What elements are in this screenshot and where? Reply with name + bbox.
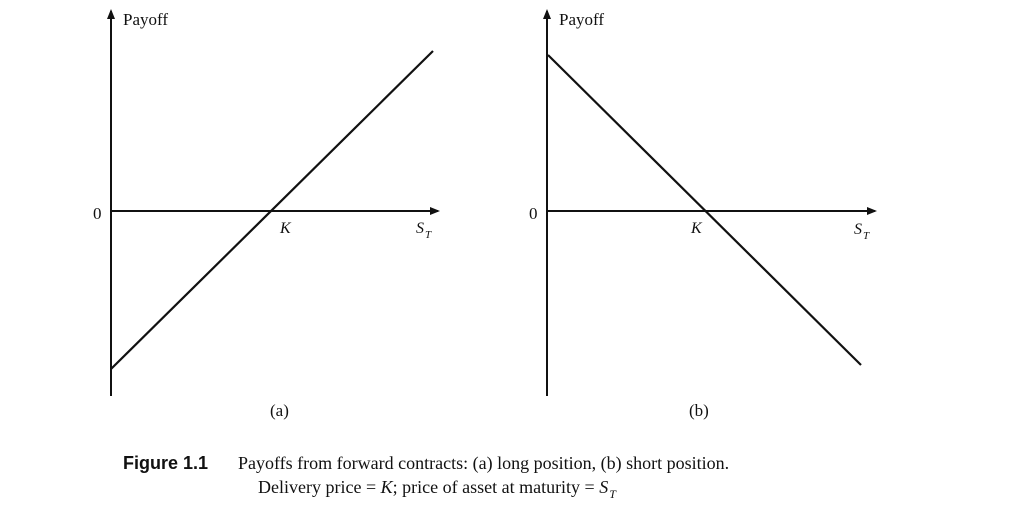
panel-b-payoff-line xyxy=(547,54,862,366)
panel-b-x-axis-title: ST xyxy=(854,221,870,242)
panel-a-label: (a) xyxy=(270,401,289,420)
panel-a-payoff-line xyxy=(110,50,434,370)
panel-a-strike-label: K xyxy=(279,220,292,237)
panel-b-strike-label: K xyxy=(690,220,703,237)
panel-b: Payoff 0 K ST (b) xyxy=(529,9,877,420)
panel-b-zero-tick: 0 xyxy=(529,204,538,223)
panel-b-label: (b) xyxy=(689,401,709,420)
caption-line-1: Payoffs from forward contracts: (a) long… xyxy=(238,453,729,474)
caption-figure-number: Figure 1.1 xyxy=(123,453,208,473)
panel-b-x-axis-title-sub: T xyxy=(863,230,870,242)
panel-a-zero-tick: 0 xyxy=(93,204,102,223)
panel-a-x-axis-title: ST xyxy=(416,220,432,241)
panel-a: Payoff 0 K ST (a) xyxy=(93,9,440,420)
caption-line-2: Delivery price = K; price of asset at ma… xyxy=(258,477,617,501)
panel-b-y-axis-title: Payoff xyxy=(559,10,604,29)
figure-caption: Figure 1.1 Payoffs from forward contract… xyxy=(123,453,729,501)
caption-line-2-k: K xyxy=(380,477,394,497)
caption-line-2-prefix: Delivery price = xyxy=(258,477,381,497)
panel-b-x-axis-title-main: S xyxy=(854,221,862,238)
panel-a-y-axis-title: Payoff xyxy=(123,10,168,29)
caption-line-2-middle: ; price of asset at maturity = xyxy=(393,477,600,497)
caption-line-2-sub: T xyxy=(609,487,617,501)
panel-a-x-axis-title-sub: T xyxy=(425,229,432,241)
panel-a-x-axis-title-main: S xyxy=(416,220,424,237)
caption-line-2-s: S xyxy=(599,477,608,497)
